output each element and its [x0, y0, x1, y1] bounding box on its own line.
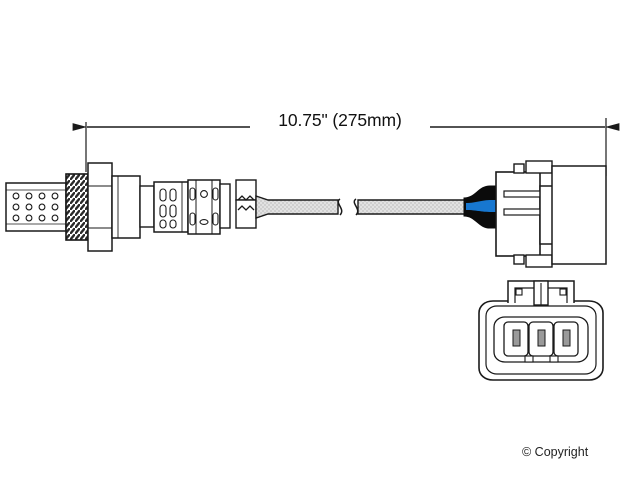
mid-body-segment: [187, 179, 221, 235]
cable-break-symbol: [337, 198, 359, 216]
terminal-blade-2: [537, 329, 546, 347]
connector-top-tab-small: [513, 163, 525, 174]
latch-notch-left: [515, 288, 523, 296]
neck-body: [139, 185, 155, 228]
cavity-divider-foot-right: [549, 355, 559, 363]
connector-bottom-tab-large: [525, 254, 553, 268]
blue-wire-lead: [463, 185, 497, 229]
terminal-blade-3: [562, 329, 571, 347]
crimp-slot-group: [159, 188, 177, 229]
mid-body-vent-hole-upper: [200, 190, 208, 198]
dimension-label: 10.75" (275mm): [278, 110, 402, 130]
connector-bottom-tab-small: [513, 254, 525, 265]
face-latch-structure: [507, 280, 575, 306]
sensor-neck: [139, 185, 155, 228]
hex-nut: [87, 162, 113, 252]
sensor-body-collar: [111, 175, 141, 239]
crimp-sleeve-slotted: [153, 181, 189, 233]
copyright-notice: © Copyright: [522, 445, 589, 459]
collar-body: [111, 175, 141, 239]
hex-nut-body: [87, 162, 113, 252]
boot-zigzag-1: [237, 195, 255, 201]
electrical-connector-side-view: [495, 160, 607, 268]
thread-body: [65, 173, 89, 241]
braided-cable-left-run: [255, 195, 339, 219]
cable-right-body: [357, 199, 467, 215]
terminal-blade-1: [512, 329, 521, 347]
connector-rear-shell: [551, 165, 607, 265]
strain-relief-ferrule: [219, 183, 231, 229]
face-terminal-cavity-group: [493, 316, 589, 363]
braided-cable-right-run: [357, 199, 467, 215]
cable-left-body: [255, 195, 339, 219]
boot-upper-block: [235, 179, 257, 201]
wire-strain-relief: [219, 179, 257, 229]
electrical-connector-face-view: [478, 280, 604, 381]
shield-hole-grid: [12, 192, 59, 222]
perforated-sensor-tip-shield: [5, 182, 67, 232]
connector-rib-lower: [503, 208, 543, 216]
connector-top-tab-large: [525, 160, 553, 174]
wire-blue-core: [466, 200, 496, 212]
latch-notch-right: [559, 288, 567, 296]
mid-body-slot-group: [189, 187, 219, 226]
connector-rib-upper: [503, 190, 543, 198]
boot-zigzag-2: [237, 205, 255, 211]
boot-lower-block: [235, 199, 257, 229]
mid-body-vent-hole-lower: [199, 219, 209, 225]
cavity-divider-foot-left: [524, 355, 534, 363]
threaded-section: [65, 173, 89, 241]
